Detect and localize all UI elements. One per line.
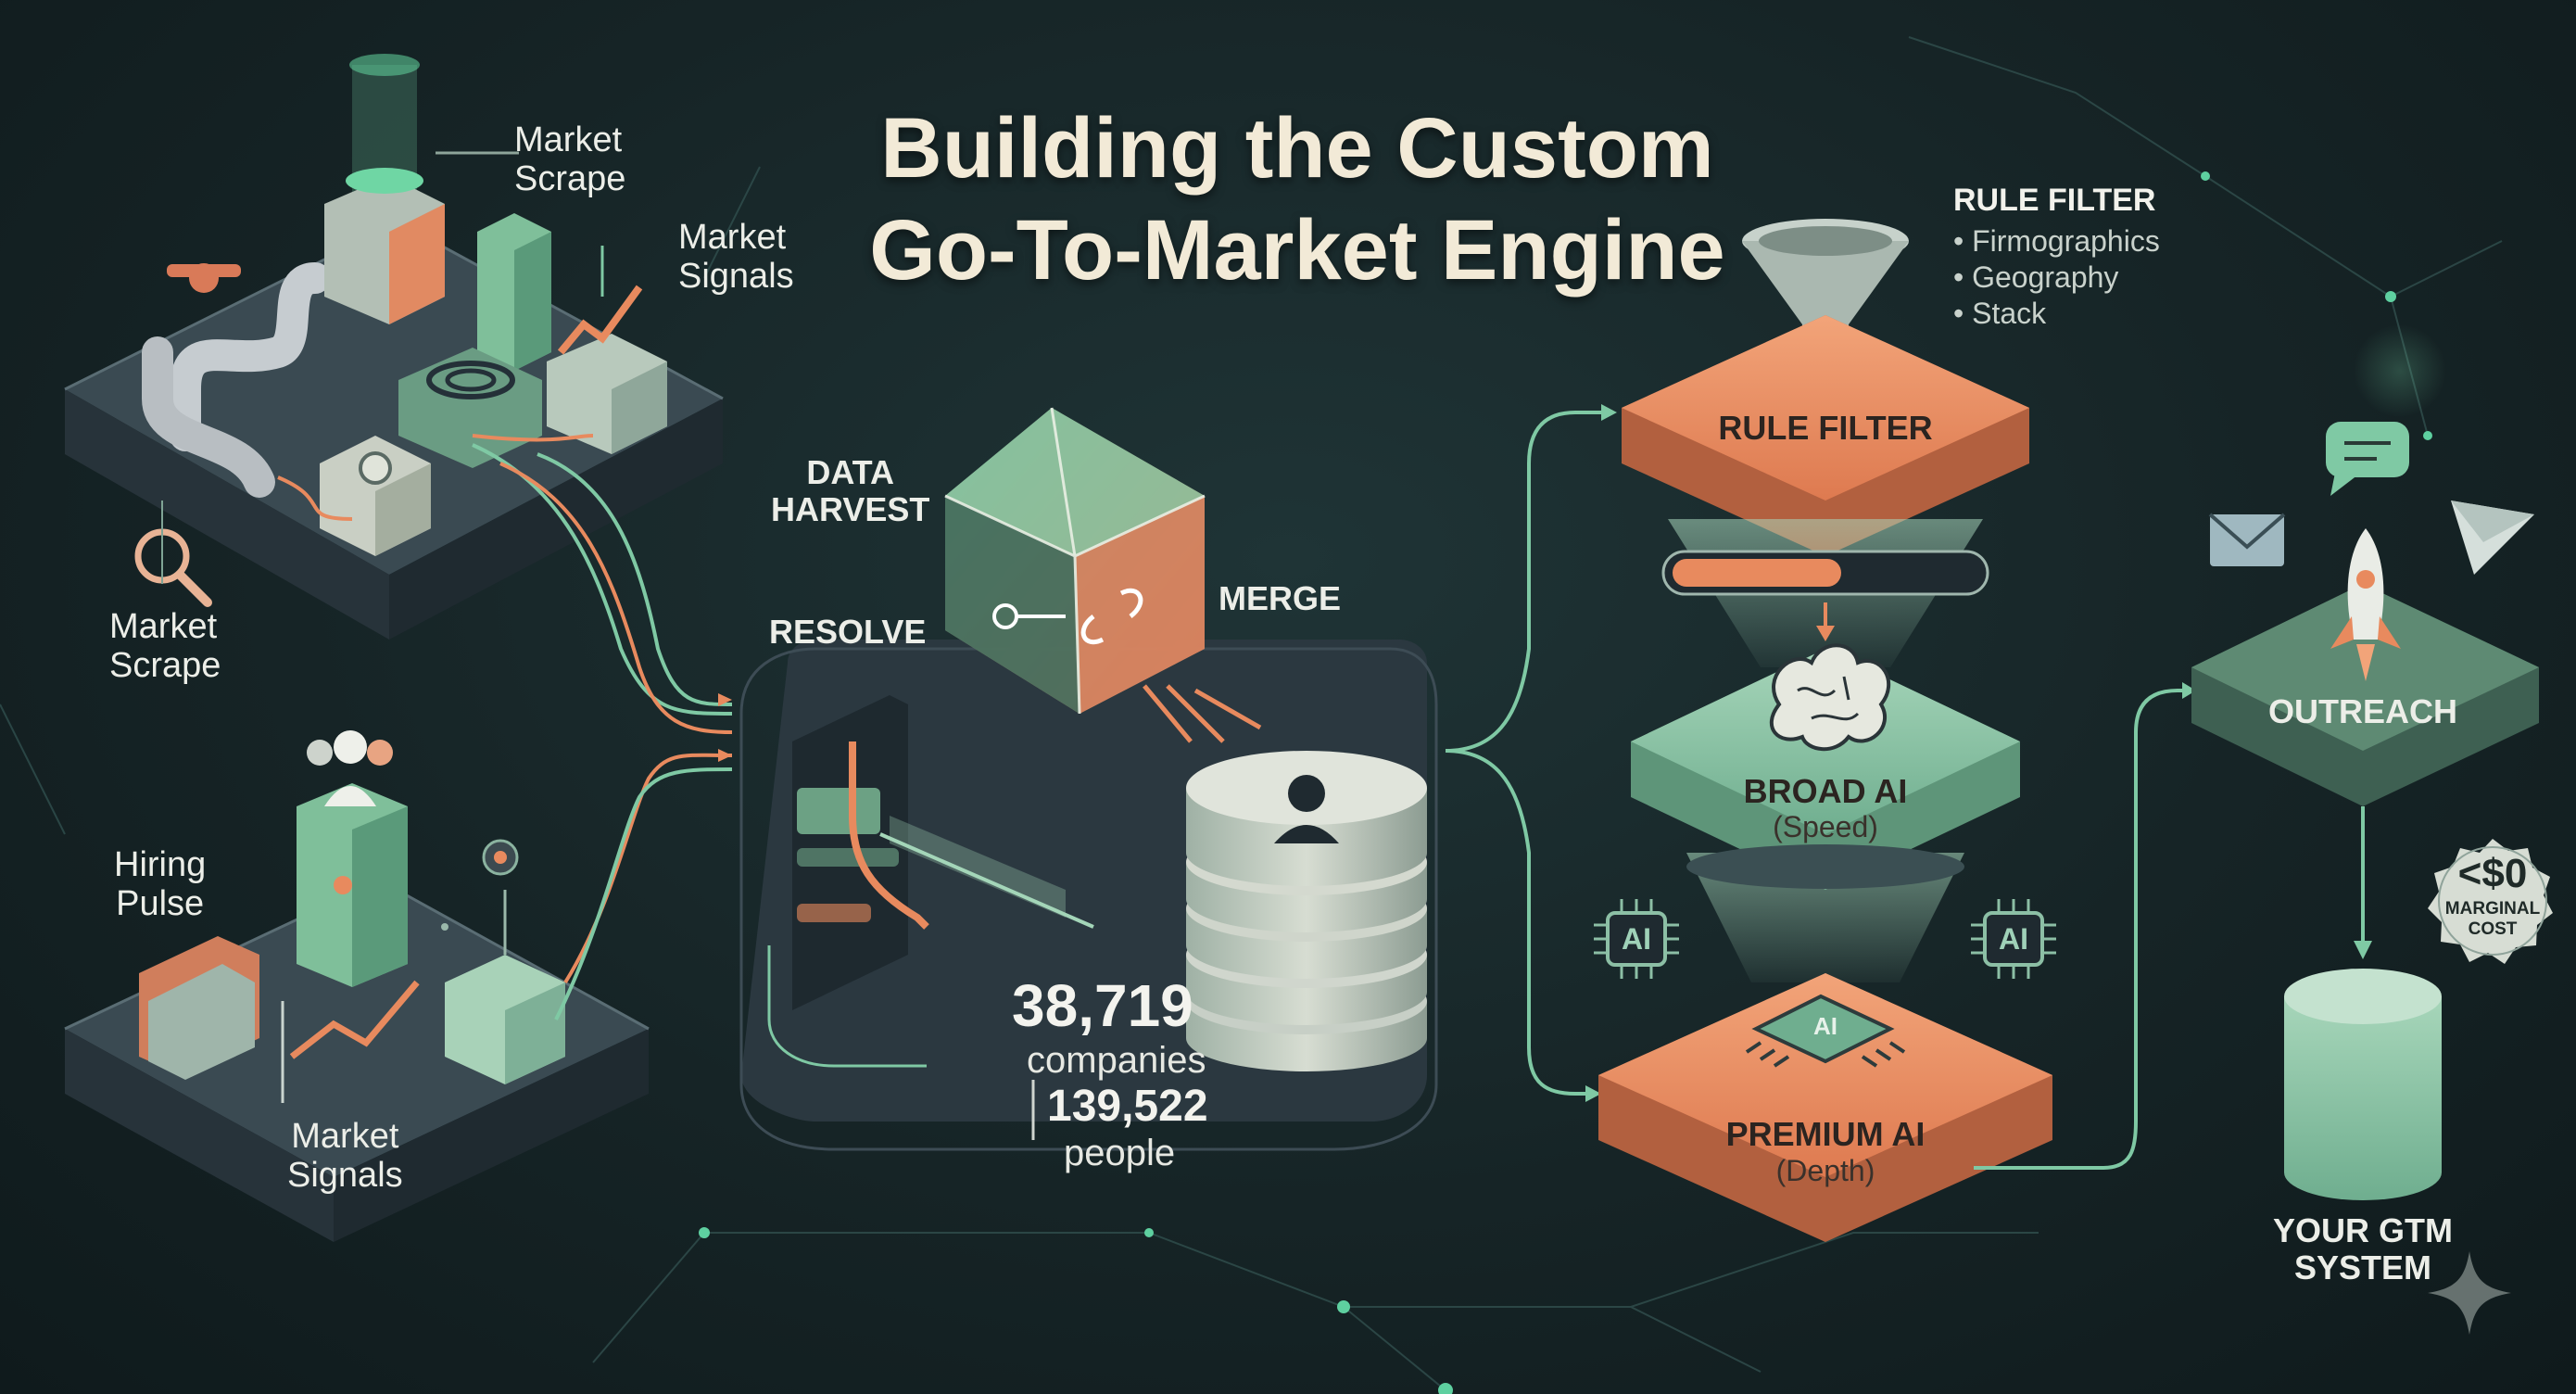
cost-label: MARGINAL COST — [2437, 899, 2548, 940]
chat-icon — [2326, 422, 2409, 496]
gtm-system-cylinder — [2284, 969, 2442, 1200]
paper-plane-icon — [2451, 501, 2534, 575]
companies-count: 38,719 — [1012, 973, 1193, 1038]
robot-icon — [484, 841, 517, 874]
cost-value: <$0 — [2446, 853, 2539, 895]
premium-ai-label: PREMIUM AI — [1696, 1117, 1955, 1152]
label-merge: MERGE — [1219, 580, 1341, 617]
label-resolve: RESOLVE — [769, 614, 926, 651]
rule-filter-legend-item: • Stack — [1953, 296, 2046, 331]
label-market-signals-bottom: Market Signals — [287, 1117, 403, 1195]
brain-icon — [1772, 645, 1888, 749]
title-line-1: Building the Custom — [556, 97, 2039, 199]
ai-chip-left-label: AI — [1608, 919, 1665, 958]
gtm-system-label: YOUR GTM SYSTEM — [2233, 1212, 2493, 1286]
rule-filter-label: RULE FILTER — [1696, 411, 1955, 446]
people-count: 139,522 — [1047, 1082, 1208, 1132]
companies-label: companies — [1027, 1040, 1206, 1081]
broad-ai-label: BROAD AI — [1696, 774, 1955, 809]
premium-ai-sublabel: (Depth) — [1696, 1154, 1955, 1187]
ai-chip-right-label: AI — [1985, 919, 2042, 958]
label-market-scrape-left: Market Scrape — [109, 607, 221, 685]
rule-filter-legend-item: • Geography — [1953, 260, 2118, 295]
rule-filter-legend-title: RULE FILTER — [1953, 182, 2155, 219]
envelope-icon — [2210, 514, 2284, 566]
outreach-label: OUTREACH — [2233, 693, 2493, 730]
label-market-scrape-top: Market Scrape — [514, 120, 625, 198]
rule-filter-legend-item: • Firmographics — [1953, 223, 2160, 259]
label-market-signals-top: Market Signals — [678, 218, 794, 296]
label-hiring-pulse: Hiring Pulse — [114, 845, 206, 923]
label-data-harvest: DATA HARVEST — [771, 454, 929, 528]
ai-chip-center-label: AI — [1793, 1012, 1858, 1040]
filter-progress-bar — [1663, 551, 1988, 594]
flow-lines-funnel — [1446, 412, 1612, 1094]
people-label: people — [1064, 1133, 1175, 1173]
broad-ai-sublabel: (Speed) — [1696, 810, 1955, 843]
